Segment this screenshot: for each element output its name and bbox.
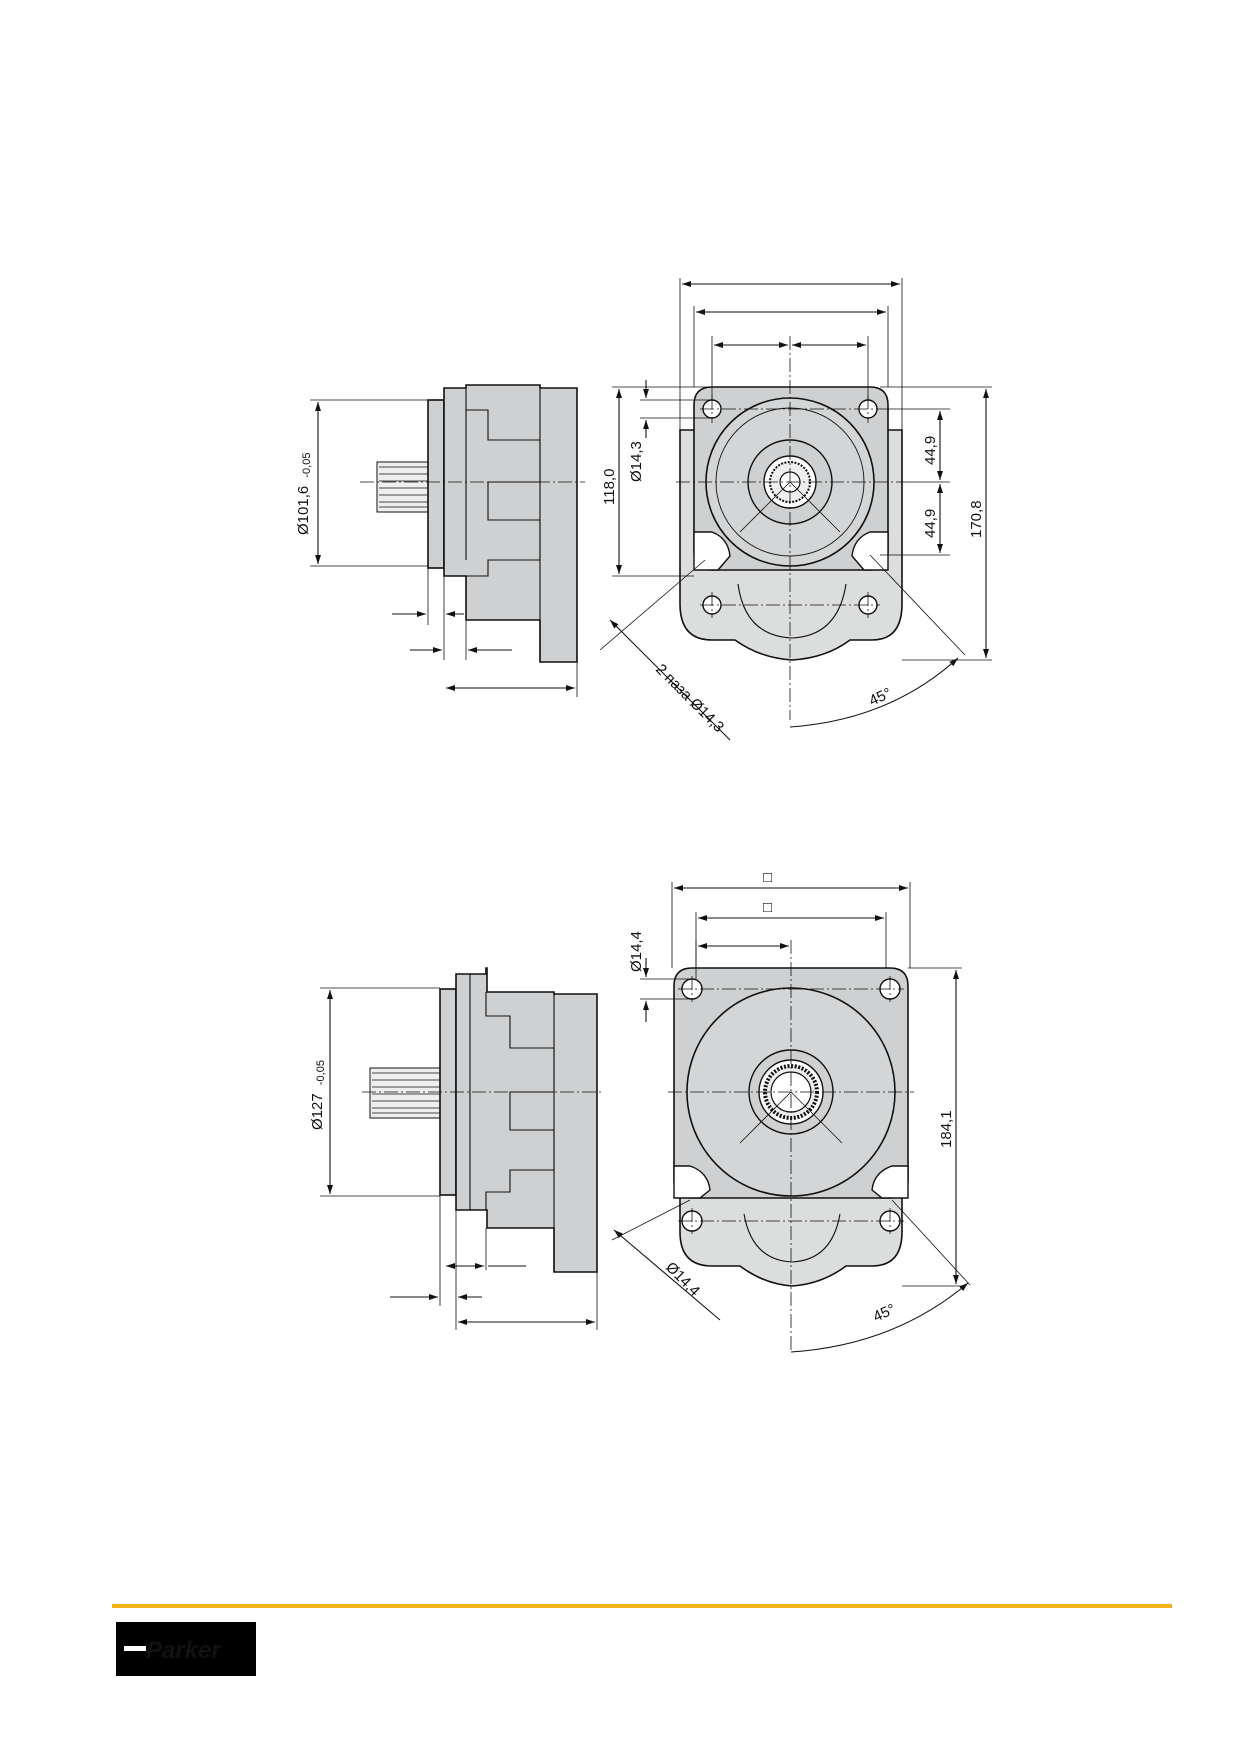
parker-logo-text: Parker (146, 1637, 222, 1664)
footer-rule (112, 1604, 1172, 1608)
drawing2-shaft (369, 1067, 441, 1119)
drawing2-front-view: □ □ Ø14,4 184,1 Ø14,4 45° (611, 869, 971, 1353)
drawing1-shaft (376, 461, 430, 513)
drawing1-side-view: Ø101,6 -0,05 (295, 384, 585, 697)
drawing1-slot-note-label: 2 паза Ø14,3 (652, 661, 727, 736)
drawing2-square-symbol-2: □ (763, 899, 772, 916)
drawing1-housing (443, 384, 578, 663)
svg-text:Ø127 -0,05: Ø127 -0,05 (309, 1060, 327, 1130)
drawing1-angle-label: 45° (867, 685, 895, 710)
drawing1-flange-diameter-label: Ø101,6 (295, 486, 312, 535)
drawing1-height-118-label: 118,0 (601, 469, 618, 505)
drawing1-half-b-label: 44,9 (922, 509, 939, 538)
drawing2-flange-tolerance-label: -0,05 (315, 1060, 327, 1085)
drawing2-flange-diameter-label: Ø127 (309, 1093, 326, 1130)
drawing1-hole-diameter-label: Ø14,3 (628, 441, 645, 482)
drawing1-flange-tolerance-label: -0,05 (301, 453, 313, 478)
drawing2-square-symbol-1: □ (763, 869, 772, 886)
svg-text:Ø101,6 -0,05: Ø101,6 -0,05 (295, 453, 313, 535)
drawing2-angle-label: 45° (871, 1301, 899, 1326)
drawing2-side-view: Ø127 -0,05 (309, 967, 604, 1330)
drawing2-hole-diameter-label: Ø14,4 (628, 931, 645, 972)
drawing1-front-view: 118,0 Ø14,3 44,9 44,9 170,8 2 паза Ø14,3… (599, 278, 992, 741)
drawing2-slot-diameter-label: Ø14,4 (662, 1259, 703, 1300)
parker-logo: Parker (116, 1622, 256, 1676)
drawing1-total-height-label: 170,8 (968, 500, 985, 538)
drawing2-housing (455, 967, 598, 1273)
drawing2-total-height-label: 184,1 (938, 1110, 955, 1148)
drawing1-half-a-label: 44,9 (922, 436, 939, 465)
drawing1-pilot (427, 399, 445, 569)
